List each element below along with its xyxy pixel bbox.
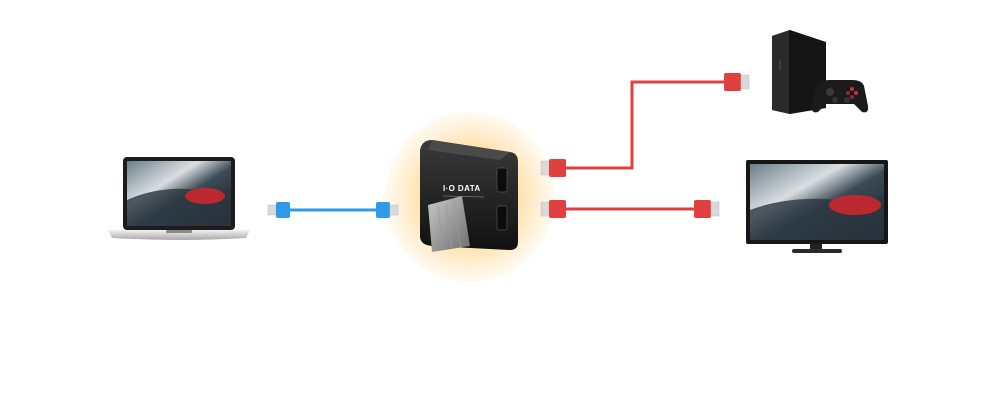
laptop-icon xyxy=(108,157,250,240)
hdmi-plug xyxy=(694,200,711,218)
hdmi-plug-tip xyxy=(710,201,720,217)
hdmi-plug xyxy=(549,200,566,218)
tv-monitor-icon xyxy=(746,160,888,253)
usb-plug-right xyxy=(376,202,390,218)
hdmi-plug xyxy=(724,73,741,91)
usb-plug-tip-left xyxy=(267,204,277,216)
monitor-stand xyxy=(792,249,842,253)
capture-box-icon: I·O DATA xyxy=(420,140,518,252)
hdmi-plug-tip xyxy=(540,201,550,217)
game-car-graphic xyxy=(829,195,881,215)
usb-plug-tip-right xyxy=(389,204,399,216)
usb-plug-left xyxy=(276,202,290,218)
gamepad-icon xyxy=(811,80,869,113)
hdmi-plug-tip xyxy=(740,74,750,90)
hdmi-cable-monitor xyxy=(540,200,720,218)
brand-logo: I·O DATA xyxy=(443,184,481,193)
hdmi-plug xyxy=(549,159,566,177)
game-car-graphic xyxy=(185,188,225,204)
dpad xyxy=(826,88,834,96)
game-console-icon xyxy=(772,30,826,114)
laptop-base xyxy=(108,230,250,240)
hdmi-port xyxy=(496,167,508,193)
hdmi-port xyxy=(496,205,508,231)
usb-cable xyxy=(267,202,399,218)
hdmi-cable-console xyxy=(540,73,750,177)
hdmi-plug-tip xyxy=(540,160,550,176)
monitor-neck xyxy=(810,244,822,250)
